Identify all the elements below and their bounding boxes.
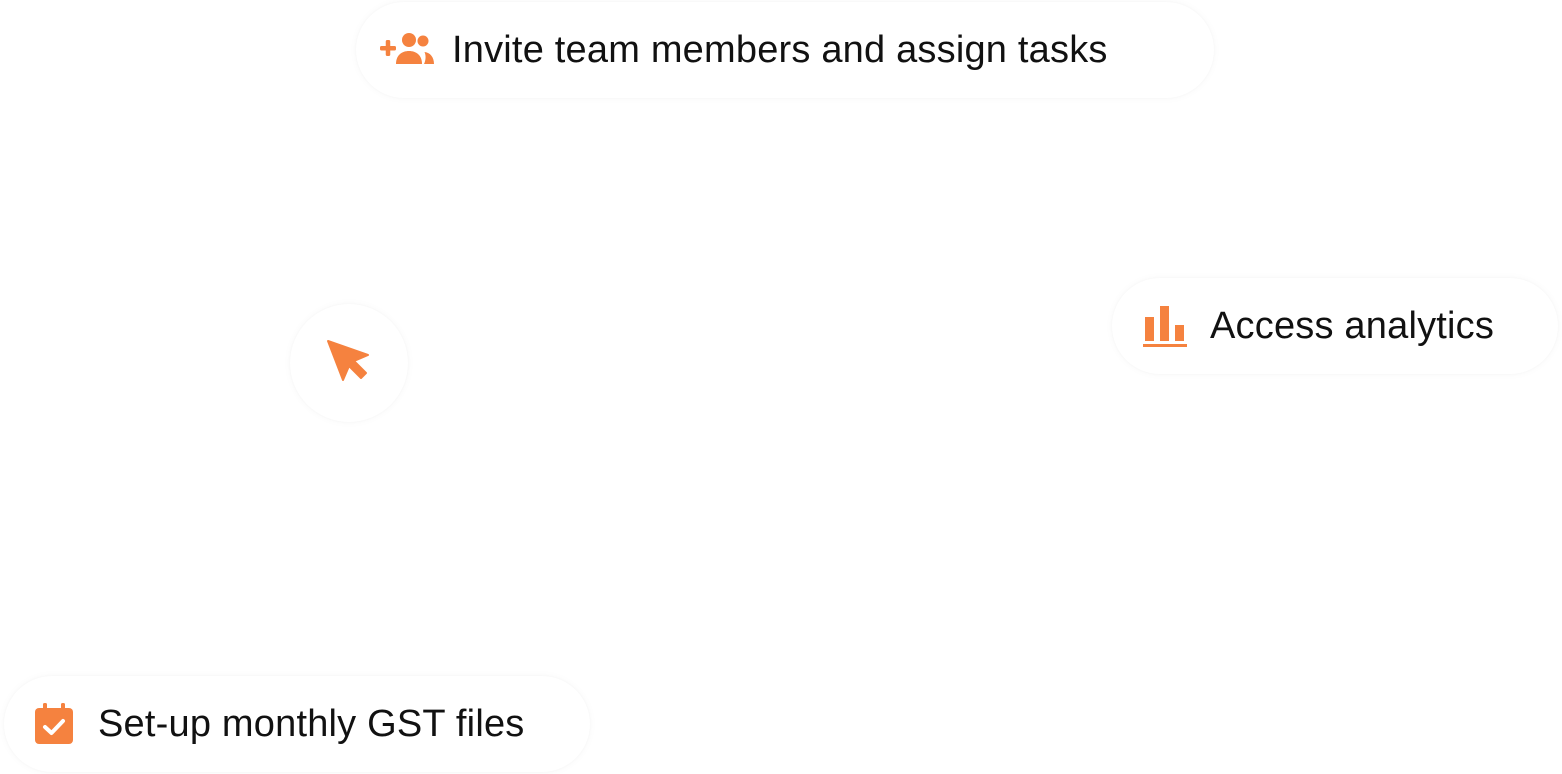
access-analytics-label: Access analytics <box>1210 305 1495 347</box>
gst-files-label: Set-up monthly GST files <box>98 703 525 745</box>
feature-pill-gst-files: Set-up monthly GST files <box>4 676 590 772</box>
calendar-check-icon <box>32 702 76 746</box>
cursor-badge <box>290 304 408 422</box>
feature-pill-invite-team: Invite team members and assign tasks <box>356 2 1214 98</box>
bar-chart-icon <box>1142 303 1188 349</box>
add-users-icon <box>380 30 436 70</box>
invite-team-label: Invite team members and assign tasks <box>452 29 1108 71</box>
pointer-arrow-icon <box>326 338 372 389</box>
feature-pill-analytics: Access analytics <box>1112 278 1558 374</box>
